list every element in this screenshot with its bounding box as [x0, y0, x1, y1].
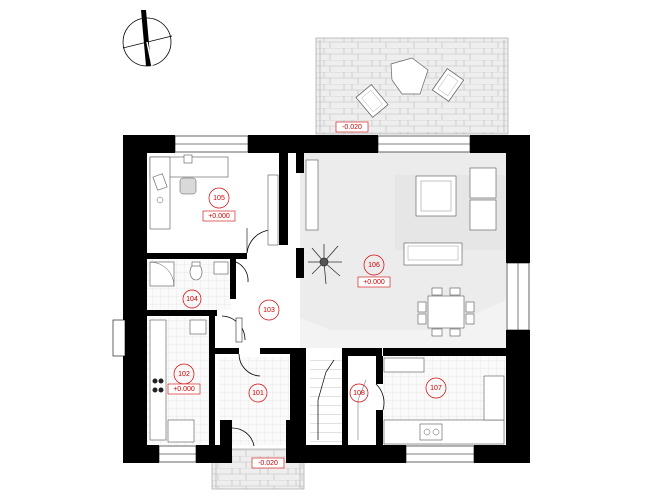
svg-text:101: 101 — [252, 390, 264, 397]
entrance-level-label: -0.020 — [251, 457, 285, 469]
lounge-chair-icon — [355, 84, 389, 118]
svg-text:106: 106 — [368, 262, 380, 269]
living-furniture — [305, 159, 497, 337]
svg-text:-0.020: -0.020 — [258, 460, 278, 467]
staircase — [317, 359, 367, 440]
room-104-label: 104 — [182, 289, 202, 309]
room-106-label: 106 +0.000 — [357, 254, 391, 288]
room-102-label: 102 +0.000 — [167, 363, 201, 395]
interior-walls — [147, 153, 507, 446]
svg-text:+0.000: +0.000 — [363, 279, 385, 286]
room-101-label: 101 — [248, 383, 268, 403]
svg-text:-0.020: -0.020 — [342, 124, 362, 131]
kitchen-102-fixtures — [149, 319, 207, 443]
bathroom-fixtures — [149, 261, 229, 287]
north-arrow-icon — [122, 10, 173, 67]
svg-text:+0.000: +0.000 — [208, 213, 230, 220]
terrace — [315, 37, 509, 135]
svg-text:+0.000: +0.000 — [173, 386, 195, 393]
room-107-label: 107 — [425, 377, 447, 399]
svg-text:102: 102 — [178, 371, 190, 378]
exterior-walls — [123, 135, 530, 463]
room-103-label: 103 — [258, 299, 280, 321]
windows — [112, 135, 530, 463]
room-108-label: 108 — [349, 383, 369, 403]
svg-text:103: 103 — [263, 307, 275, 314]
room-105-label: 105 +0.000 — [202, 187, 236, 222]
kitchen-107-fixtures — [383, 357, 505, 445]
doors — [221, 228, 385, 447]
plant-icon — [308, 244, 342, 285]
lounge-chair-icon — [431, 68, 465, 102]
svg-text:107: 107 — [430, 385, 442, 392]
svg-text:108: 108 — [353, 390, 365, 397]
office-furniture — [149, 154, 279, 246]
terrace-level-label: -0.020 — [335, 121, 369, 133]
svg-text:105: 105 — [213, 195, 225, 202]
svg-text:104: 104 — [186, 296, 198, 303]
